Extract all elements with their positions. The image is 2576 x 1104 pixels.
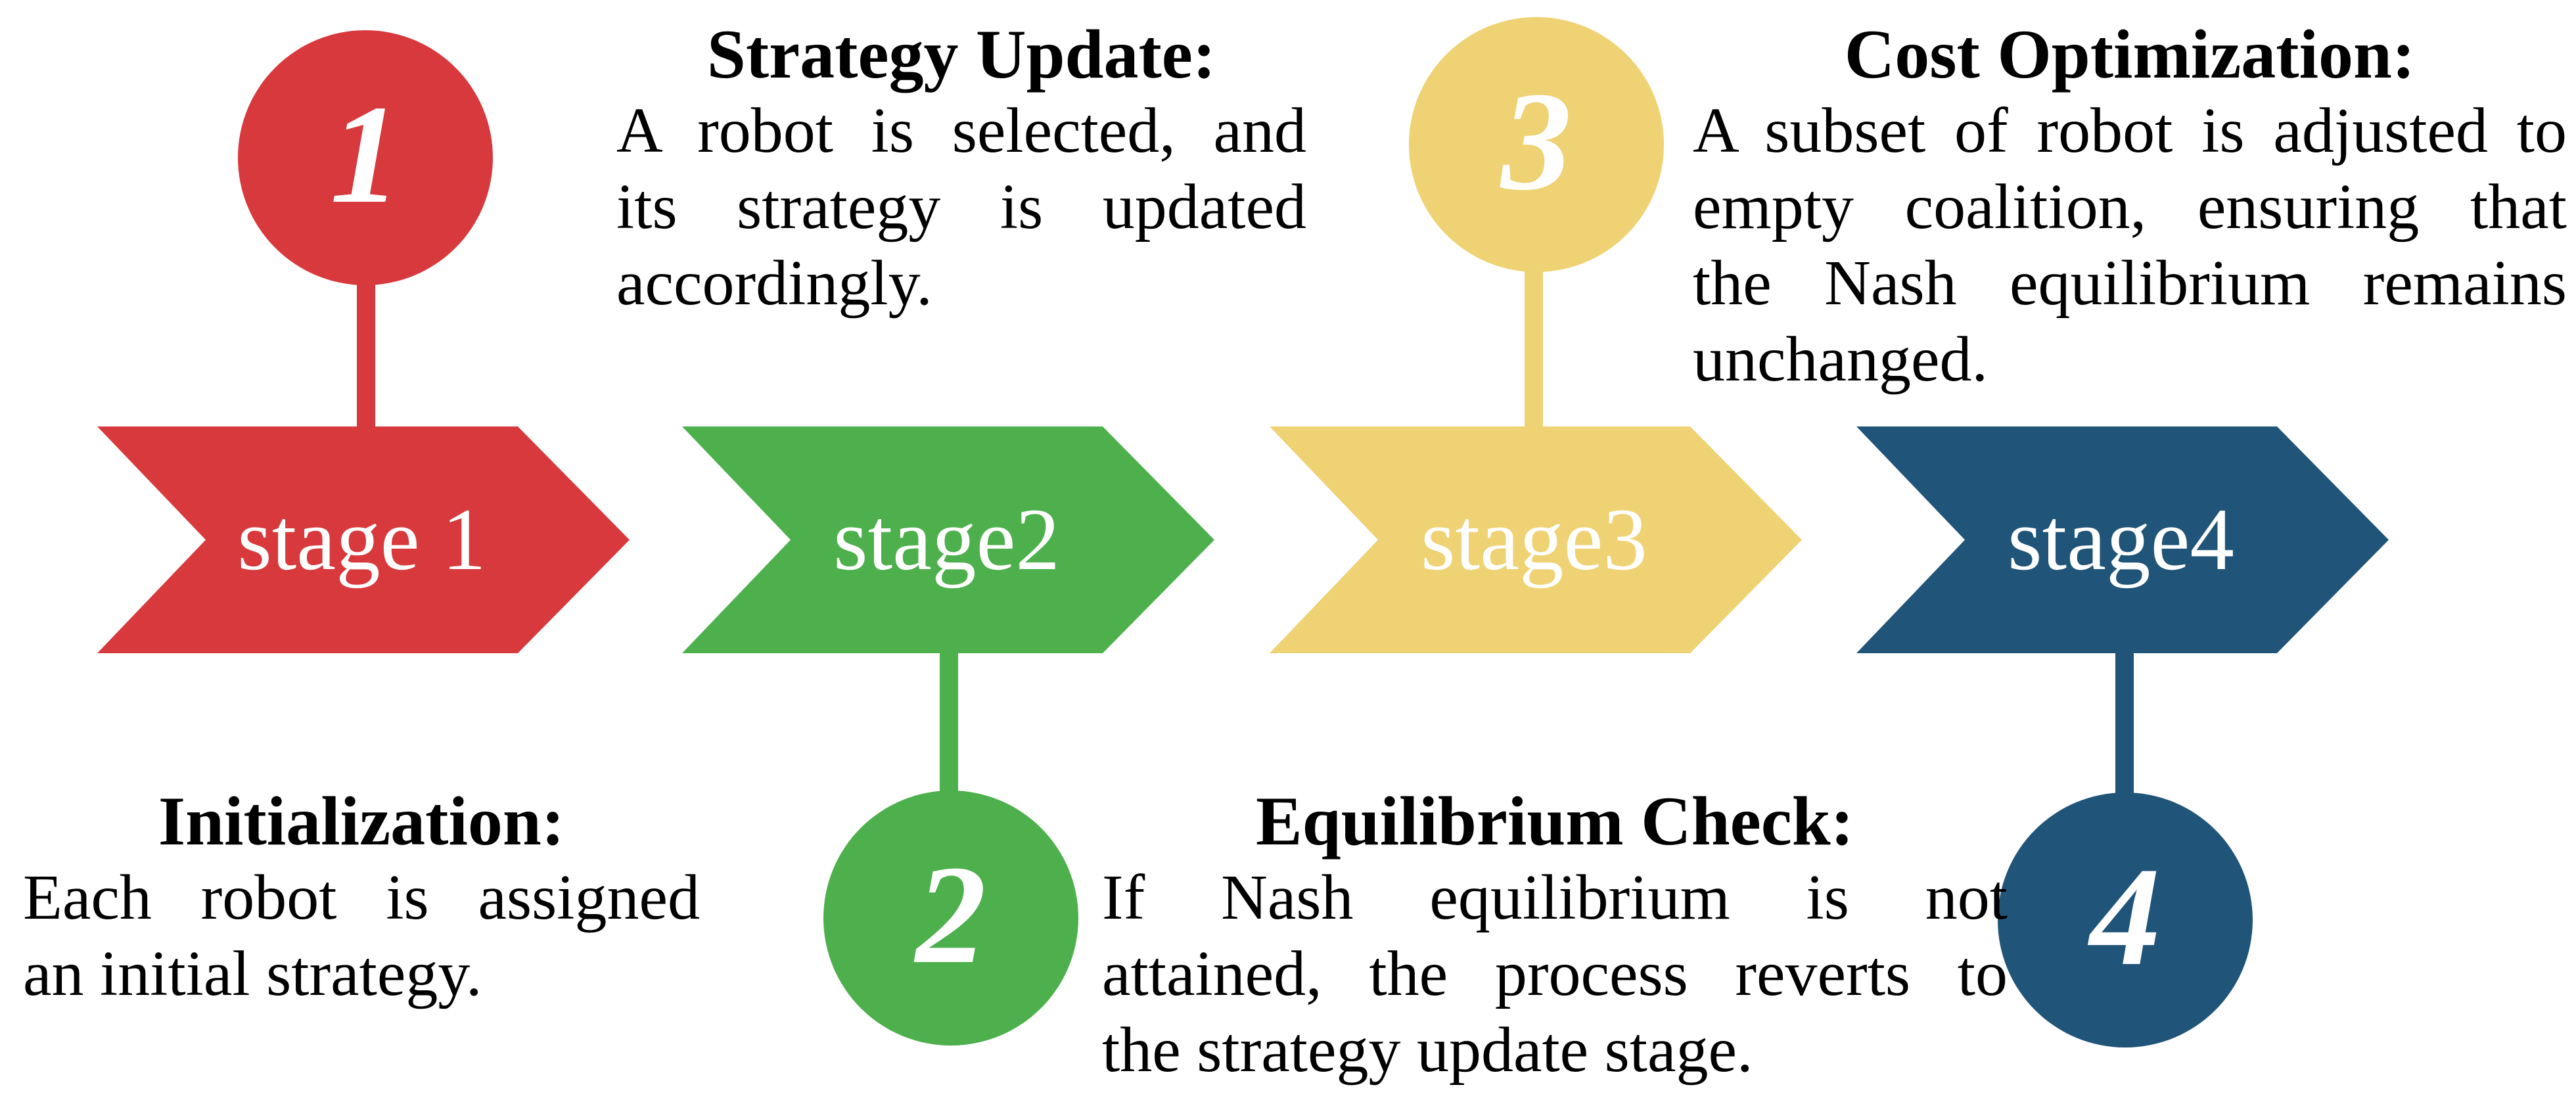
stage3-number: 3 [1501,62,1572,219]
stage1-label: stage 1 [237,491,486,589]
stage4-number: 4 [2090,837,2161,995]
stage4-connector-line [2115,651,2134,798]
strategy-update-line: its strategy is updated [616,172,1306,242]
stage2-number: 2 [915,835,986,993]
strategy-update-line: A robot is selected, and [616,95,1306,166]
stage4-label: stage4 [2008,491,2234,589]
stage3-number-circle: 3 [1409,17,1664,272]
initialization-line: an initial strategy. [23,938,482,1009]
stage1-number-circle: 1 [238,30,493,285]
cost-optimization-line: A subset of robot is adjusted to [1693,95,2567,166]
cost-optimization-heading: Cost Optimization: [1844,16,2416,93]
equilibrium-check-line: the strategy update stage. [1102,1015,1753,1086]
annotation-cost-optimization: Cost Optimization: A subset of robot is … [1693,16,2567,398]
cost-optimization-line: empty coalition, ensuring that [1693,172,2567,242]
annotation-equilibrium-check: Equilibrium Check: If Nash equilibrium i… [1102,783,2008,1088]
strategy-update-line: accordingly. [616,248,932,319]
annotation-initialization: Initialization: Each robot is assigned a… [23,783,700,1012]
stage3-chevron: stage3 [1270,426,1802,653]
cost-optimization-line: unchanged. [1693,324,1988,395]
strategy-update-heading: Strategy Update: [706,16,1216,93]
annotation-strategy-update: Strategy Update: A robot is selected, an… [616,16,1306,321]
stage2-connector-line [940,651,958,798]
stage2-chevron: stage2 [682,426,1214,653]
stage1-connector-line [357,276,375,430]
initialization-heading: Initialization: [158,783,565,860]
equilibrium-check-heading: Equilibrium Check: [1255,783,1854,860]
equilibrium-check-line: If Nash equilibrium is not [1102,862,2008,933]
stage2-number-circle: 2 [823,791,1078,1046]
initialization-line: Each robot is assigned [23,862,700,933]
stage2-label: stage2 [833,491,1060,589]
equilibrium-check-line: attained, the process reverts to [1102,938,2008,1009]
stage4-number-circle: 4 [1998,793,2253,1047]
stage4-chevron: stage4 [1856,426,2389,653]
stage3-label: stage3 [1421,491,1647,589]
stage1-number: 1 [330,75,401,233]
cost-optimization-line: the Nash equilibrium remains [1693,248,2567,319]
stage3-connector-line [1525,260,1543,430]
stage1-chevron: stage 1 [97,426,630,653]
